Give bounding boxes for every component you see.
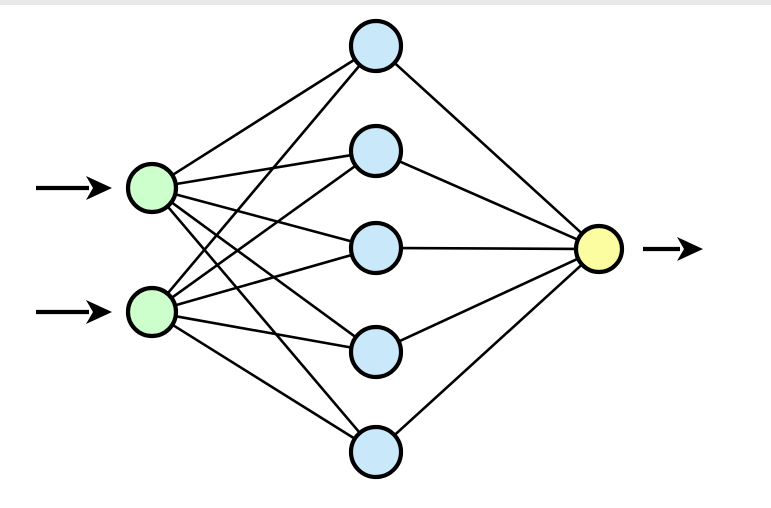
node-h3-hidden[interactable] [348,220,404,276]
edge-h2-o1 [397,159,580,242]
edge-i2-h5 [170,323,357,441]
edge-h4-o1 [397,257,580,344]
output-arrow-head [677,237,703,261]
node-h4-hidden[interactable] [348,324,404,380]
edge-i1-h5 [165,204,362,435]
edge-h3-o1 [399,246,578,251]
edge-i1-h4 [169,200,358,339]
nodes-group [125,18,625,480]
edge-i2-h4 [174,314,353,350]
node-h5-hidden[interactable] [348,424,404,480]
edge-i1-h1 [170,57,357,177]
edge-i2-h3 [173,253,354,307]
node-i2-input[interactable] [125,285,179,339]
node-o1-output[interactable] [573,223,625,275]
node-h1-hidden[interactable] [348,18,404,74]
input-arrow-top-head [86,176,112,200]
io-arrows-group [36,176,703,324]
top-gray-band [0,0,771,5]
node-i1-input[interactable] [125,161,179,215]
edge-h1-o1 [392,61,584,236]
edge-i1-h3 [173,192,354,244]
edge-i2-h2 [169,163,358,300]
edge-h5-o1 [392,262,584,437]
edges-group [165,57,584,441]
edge-i2-h1 [165,63,362,296]
input-arrow-bottom-head [86,300,112,324]
node-h2-hidden[interactable] [348,123,404,179]
edge-i1-h2 [174,153,353,186]
